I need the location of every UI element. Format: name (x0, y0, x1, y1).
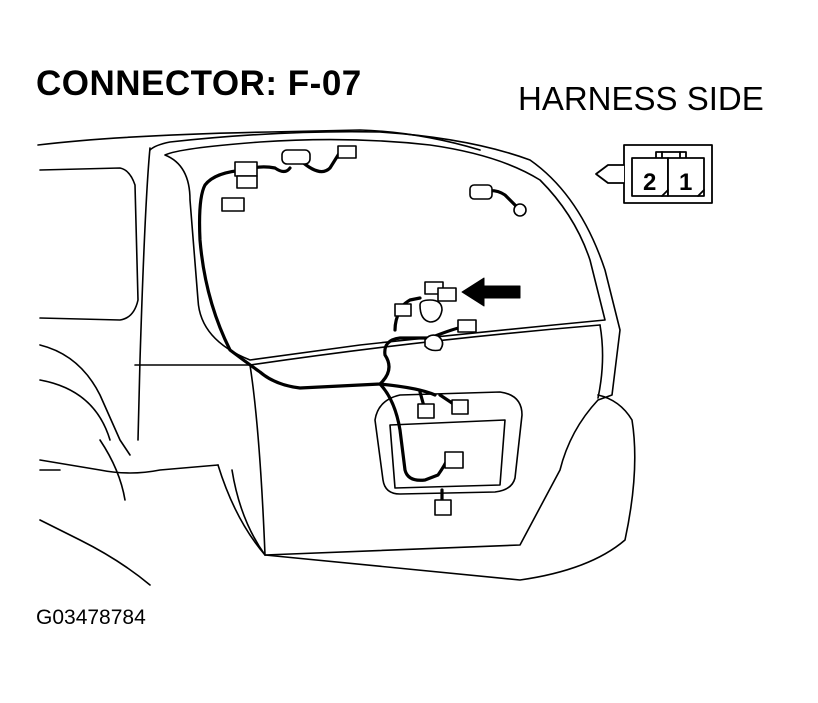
connector-box (236, 175, 258, 189)
location-arrow (461, 277, 521, 307)
harness-connectors (221, 145, 527, 516)
pin-label-2: 2 (643, 169, 656, 196)
pin-cavity (667, 157, 705, 197)
connector-box (337, 145, 357, 159)
connector-f07 (437, 287, 457, 302)
connector-round (513, 203, 527, 217)
connector-box (281, 149, 311, 165)
connector-box (444, 451, 464, 469)
figure-id: G03478784 (36, 606, 146, 629)
connector-box (434, 499, 452, 516)
connector-face-diagram: 2 1 (595, 144, 713, 204)
connector-round (424, 334, 444, 352)
pin-label-1: 1 (679, 169, 692, 196)
connector-box (457, 319, 477, 333)
vehicle-body (37, 129, 636, 586)
connector-box (417, 403, 435, 419)
connector-title: CONNECTOR: F-07 (36, 64, 362, 103)
connector-box (451, 399, 469, 415)
connector-box (234, 161, 258, 177)
connector-box (221, 197, 245, 212)
harness-side-label: HARNESS SIDE (518, 80, 764, 117)
liftgate (134, 130, 621, 556)
connector-box (394, 303, 412, 317)
connector-round (419, 299, 443, 323)
connector-box (469, 184, 493, 200)
